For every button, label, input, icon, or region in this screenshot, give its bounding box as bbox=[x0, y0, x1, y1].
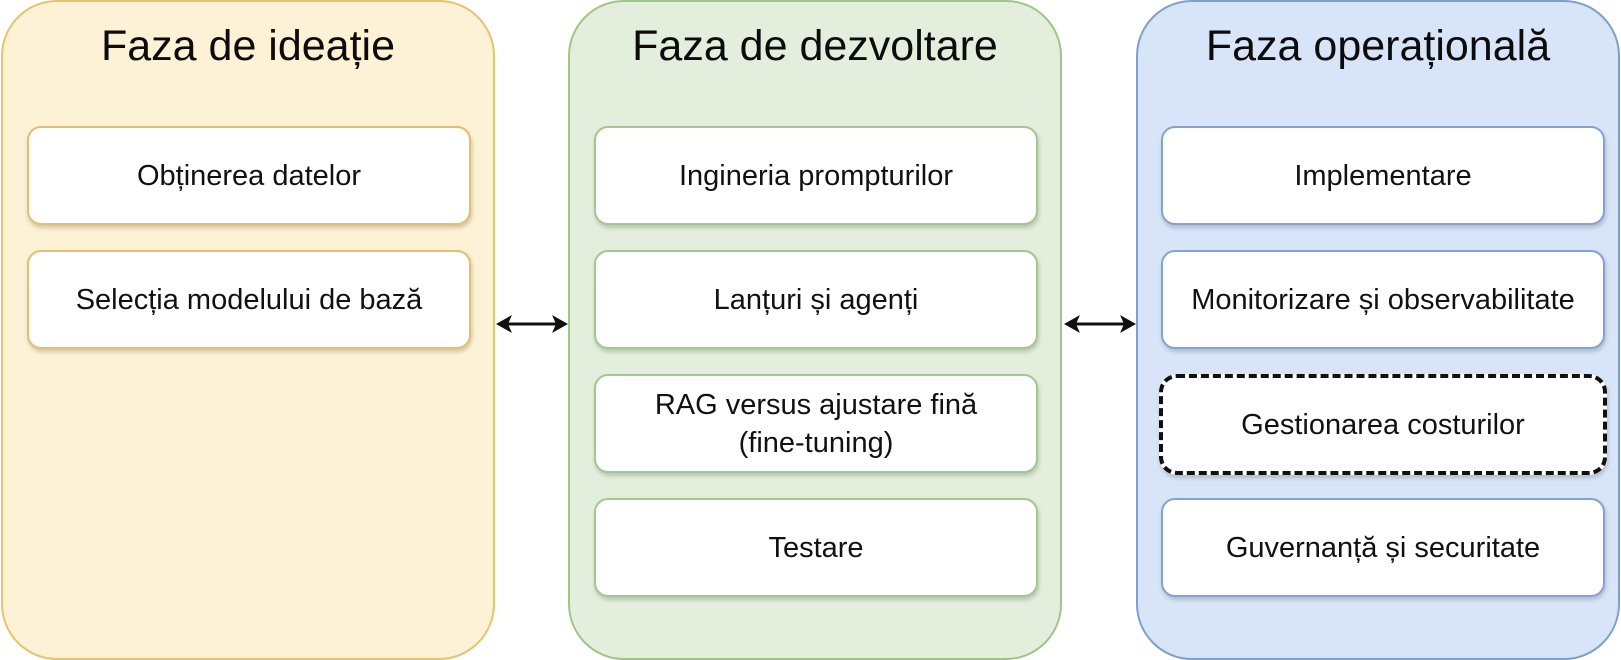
step-label: Implementare bbox=[1294, 159, 1472, 192]
phase-ideation-panel: Faza de ideație Obținerea datelor Selecț… bbox=[1, 0, 495, 660]
step-label: RAG versus ajustare fină (fine-tuning) bbox=[654, 388, 978, 459]
step-label: Testare bbox=[768, 531, 864, 564]
step-cost-management: Gestionarea costurilor bbox=[1159, 374, 1607, 475]
double-arrow-icon bbox=[496, 315, 568, 333]
step-data-acquisition: Obținerea datelor bbox=[27, 126, 471, 225]
step-prompt-engineering: Ingineria prompturilor bbox=[594, 126, 1038, 225]
step-base-model-selection: Selecția modelului de bază bbox=[27, 250, 471, 349]
step-label: Lanțuri și agenți bbox=[713, 283, 919, 316]
step-testing: Testare bbox=[594, 498, 1038, 597]
phase-ideation-title: Faza de ideație bbox=[100, 22, 396, 70]
phase-development-panel: Faza de dezvoltare Ingineria prompturilo… bbox=[568, 0, 1062, 660]
step-chains-agents: Lanțuri și agenți bbox=[594, 250, 1038, 349]
step-label: Gestionarea costurilor bbox=[1241, 408, 1525, 441]
phase-operational-title: Faza operațională bbox=[1205, 22, 1551, 70]
step-monitoring-observability: Monitorizare și observabilitate bbox=[1161, 250, 1605, 349]
double-arrow-icon bbox=[1064, 315, 1136, 333]
step-label: Monitorizare și observabilitate bbox=[1191, 283, 1575, 316]
step-label: Ingineria prompturilor bbox=[678, 159, 953, 192]
step-governance-security: Guvernanță și securitate bbox=[1161, 498, 1605, 597]
step-label: Selecția modelului de bază bbox=[75, 283, 423, 316]
phase-operational-panel: Faza operațională Implementare Monitoriz… bbox=[1136, 0, 1620, 660]
step-label: Obținerea datelor bbox=[136, 159, 362, 192]
step-deployment: Implementare bbox=[1161, 126, 1605, 225]
phase-development-title: Faza de dezvoltare bbox=[632, 22, 998, 70]
step-label: Guvernanță și securitate bbox=[1225, 531, 1541, 564]
step-rag-vs-finetuning: RAG versus ajustare fină (fine-tuning) bbox=[594, 374, 1038, 473]
